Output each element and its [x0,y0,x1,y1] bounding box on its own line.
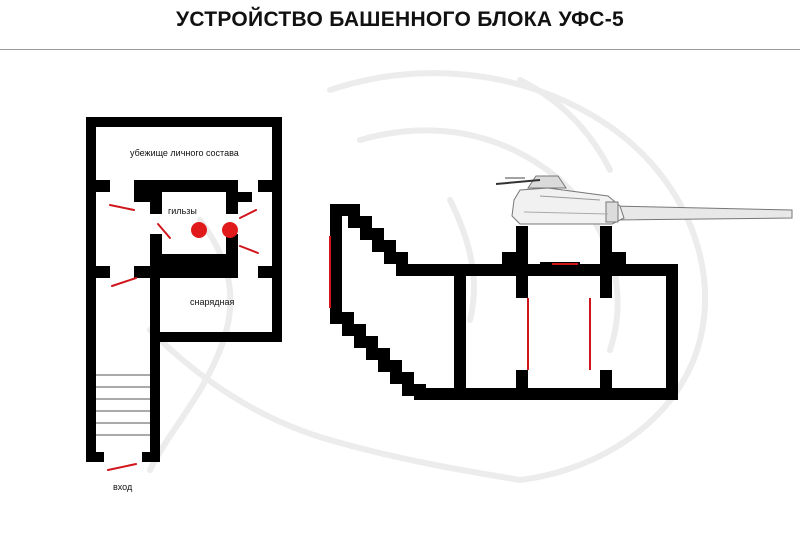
door [239,209,257,219]
tank-turret-icon [495,175,793,225]
left-plan-doors [107,204,259,471]
section-walls [330,204,678,400]
casing-markers [191,222,238,238]
left-plan-walls [86,117,282,462]
door [157,223,171,239]
label-casings: гильзы [168,206,197,216]
door [107,463,137,471]
title-divider [0,49,800,50]
door [111,277,137,287]
label-entrance: вход [113,482,133,492]
label-ammo: снарядная [190,297,234,307]
stairs [96,374,150,436]
page-title: УСТРОЙСТВО БАШЕННОГО БЛОКА УФС-5 [175,8,625,31]
door [239,245,259,254]
label-shelter: убежище личного состава [130,148,239,158]
section-doors [329,236,591,370]
door [109,204,135,211]
